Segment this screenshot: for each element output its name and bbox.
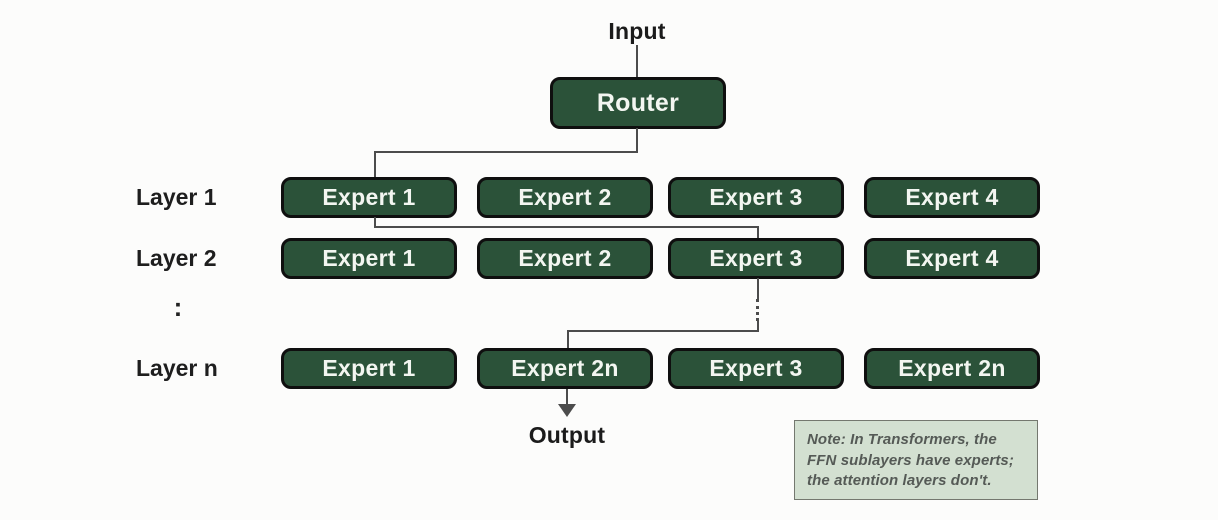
hidden-layers-dotted-line bbox=[756, 299, 759, 321]
layer-1-label: Layer 1 bbox=[136, 184, 217, 210]
line-into-layer1-expert1 bbox=[374, 151, 376, 178]
layer1-expert4-box: Expert 4 bbox=[864, 177, 1040, 218]
layer1-expert1-box: Expert 1 bbox=[281, 177, 457, 218]
note-box: Note: In Transformers, the FFN sublayers… bbox=[794, 420, 1038, 500]
output-label: Output bbox=[528, 422, 606, 448]
note-line-2: FFN sublayers have experts; bbox=[807, 451, 1014, 469]
layer2-expert3-box: Expert 3 bbox=[668, 238, 844, 279]
layers-ellipsis: : bbox=[173, 292, 183, 322]
line-into-layern-expert2n bbox=[567, 330, 569, 349]
router-box: Router bbox=[550, 77, 726, 129]
note-line-1: Note: In Transformers, the bbox=[807, 431, 997, 448]
layer2-expert4-box: Expert 4 bbox=[864, 238, 1040, 279]
layer2-expert1-box: Expert 1 bbox=[281, 238, 457, 279]
layer-n-horizontal-line bbox=[567, 330, 759, 332]
layern-expert2n-box: Expert 2n bbox=[477, 348, 653, 389]
input-label: Input bbox=[608, 18, 666, 44]
layer1-expert1-down-line bbox=[374, 217, 376, 228]
layern-expert2n2-box: Expert 2n bbox=[864, 348, 1040, 389]
layer-2-label: Layer 2 bbox=[136, 245, 217, 271]
layer1-expert3-box: Expert 3 bbox=[668, 177, 844, 218]
input-to-router-line bbox=[636, 45, 638, 78]
arrow-down-icon bbox=[558, 404, 576, 417]
layer2-expert3-down-line bbox=[757, 278, 759, 299]
router-horizontal-line bbox=[374, 151, 638, 153]
layern-expert1-box: Expert 1 bbox=[281, 348, 457, 389]
layer1-to-layer2-horizontal-line bbox=[374, 226, 759, 228]
layer-n-label: Layer n bbox=[136, 355, 218, 381]
note-line-3: the attention layers don't. bbox=[807, 472, 992, 490]
dotted-to-corner-line bbox=[757, 321, 759, 332]
router-down-line bbox=[636, 128, 638, 153]
layer1-expert2-box: Expert 2 bbox=[477, 177, 653, 218]
layern-expert3-box: Expert 3 bbox=[668, 348, 844, 389]
output-line bbox=[566, 389, 568, 406]
layer2-expert2-box: Expert 2 bbox=[477, 238, 653, 279]
line-into-layer2-expert3 bbox=[757, 226, 759, 239]
